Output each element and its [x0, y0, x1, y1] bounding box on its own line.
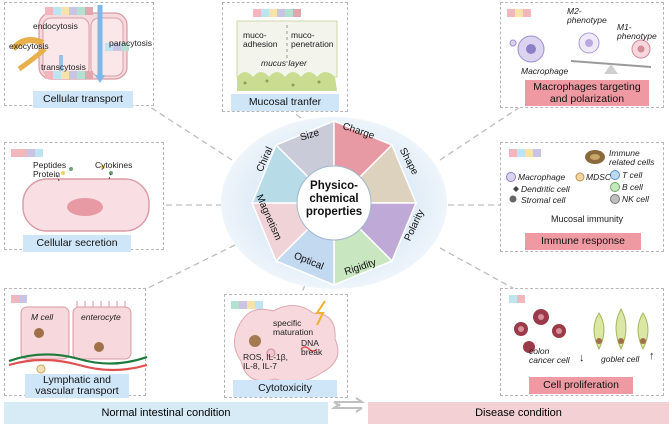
label-macrophage-cell: Macrophage: [518, 172, 566, 182]
label-mdsc: MDSC: [586, 172, 612, 182]
panel-lymphatic: M cell enterocyte Lymphatic and vascular…: [4, 288, 148, 398]
panel-cytotoxicity: specific maturation ROS, IL-1β, IL-8, IL…: [224, 294, 348, 398]
panel-title-macrophages: Macrophages targeting and polarization: [525, 80, 649, 106]
label-goblet-cell: goblet cell: [601, 354, 640, 364]
connectors: [139, 106, 521, 298]
color-chips: [509, 295, 525, 303]
label-endocytosis: endocytosis: [33, 21, 78, 31]
label-b-cell: B cell: [622, 182, 643, 192]
panel-macrophages: M2- phenotype M1- phenotype Macrophage M…: [500, 2, 664, 108]
label-stromal-cell: Stromal cell: [521, 195, 566, 205]
cytotoxicity-illustration: [234, 300, 339, 383]
lymphatic-illustration: [8, 301, 148, 374]
disease-condition-bar: Disease condition: [368, 402, 669, 424]
label-mucoadhesion: muco- adhesion: [243, 30, 278, 49]
label-ros: ROS, IL-1β, IL-8, IL-7: [243, 352, 289, 371]
color-chips: [253, 9, 301, 17]
color-chips: [509, 149, 541, 157]
wheel-center: [296, 165, 372, 241]
label-m1: M1- phenotype: [617, 22, 657, 41]
arrow-down: ↓: [579, 352, 585, 364]
normal-condition-bar: Normal intestinal condition: [4, 402, 328, 424]
panel-mucosal-transfer: muco- adhesion muco- penetration mucus l…: [222, 2, 348, 112]
color-chips: [231, 301, 263, 309]
panel-cellular-secretion: Peptides Protein Cytokines Cellular secr…: [4, 142, 164, 252]
label-transcytosis: transcytosis: [41, 62, 86, 72]
label-mucus-layer: mucus layer: [261, 58, 307, 68]
label-peptides-protein: Peptides Protein: [33, 160, 67, 179]
label-dna-break: DNA break: [301, 338, 323, 357]
label-mucopenetration: muco- penetration: [291, 30, 334, 49]
cellular-transport-illustration: [10, 5, 129, 83]
label-enterocyte: enterocyte: [81, 312, 121, 322]
panel-immune-response: Immune related cells Macrophage MDSC T c…: [500, 142, 664, 252]
color-chips: [11, 295, 27, 303]
panel-title-immune-response: Immune response: [525, 233, 641, 250]
color-chips: [11, 149, 43, 157]
panel-title-cellular-secretion: Cellular secretion: [23, 235, 131, 252]
panel-title-cytotoxicity: Cytotoxicity: [233, 380, 337, 397]
arrow-up: ↑: [649, 350, 655, 362]
label-t-cell: T cell: [622, 170, 643, 180]
label-dendritic-cell: Dendritic cell: [521, 184, 570, 194]
panel-title-lymphatic: Lymphatic and vascular transport: [25, 374, 129, 398]
panel-cellular-transport: endocytosis exocytosis paracytosis trans…: [4, 2, 154, 108]
macrophage-illustration: [509, 32, 652, 74]
center-title: Physico- chemical properties: [305, 180, 363, 218]
label-specific-maturation: specific maturation: [273, 318, 314, 337]
label-colon-cancer-cell: colon cancer cell: [529, 346, 570, 365]
cell-illustration: [22, 165, 150, 232]
label-mucosal-immunity: Mucosal immunity: [551, 214, 624, 224]
label-cytokines: Cytokines: [95, 160, 133, 170]
proliferation-illustration: [514, 307, 649, 353]
label-exocytosis: exocytosis: [9, 41, 49, 51]
panel-title-mucosal-transfer: Mucosal tranfer: [231, 94, 339, 111]
panel-cell-proliferation: colon cancer cell ↓ goblet cell ↑ Cell p…: [500, 288, 664, 396]
panel-title-cellular-transport: Cellular transport: [33, 91, 133, 108]
immune-cells-illustration: [506, 150, 620, 204]
label-paracytosis: paracytosis: [109, 38, 152, 48]
label-m2: M2- phenotype: [567, 6, 607, 25]
label-macrophage: Macrophage: [521, 66, 569, 76]
mucus-illustration: [236, 20, 338, 91]
label-m-cell: M cell: [31, 312, 54, 322]
panel-title-cell-proliferation: Cell proliferation: [529, 377, 633, 394]
label-immune-related: Immune related cells: [609, 148, 655, 167]
color-chips: [507, 9, 531, 17]
label-nk-cell: NK cell: [622, 194, 649, 204]
